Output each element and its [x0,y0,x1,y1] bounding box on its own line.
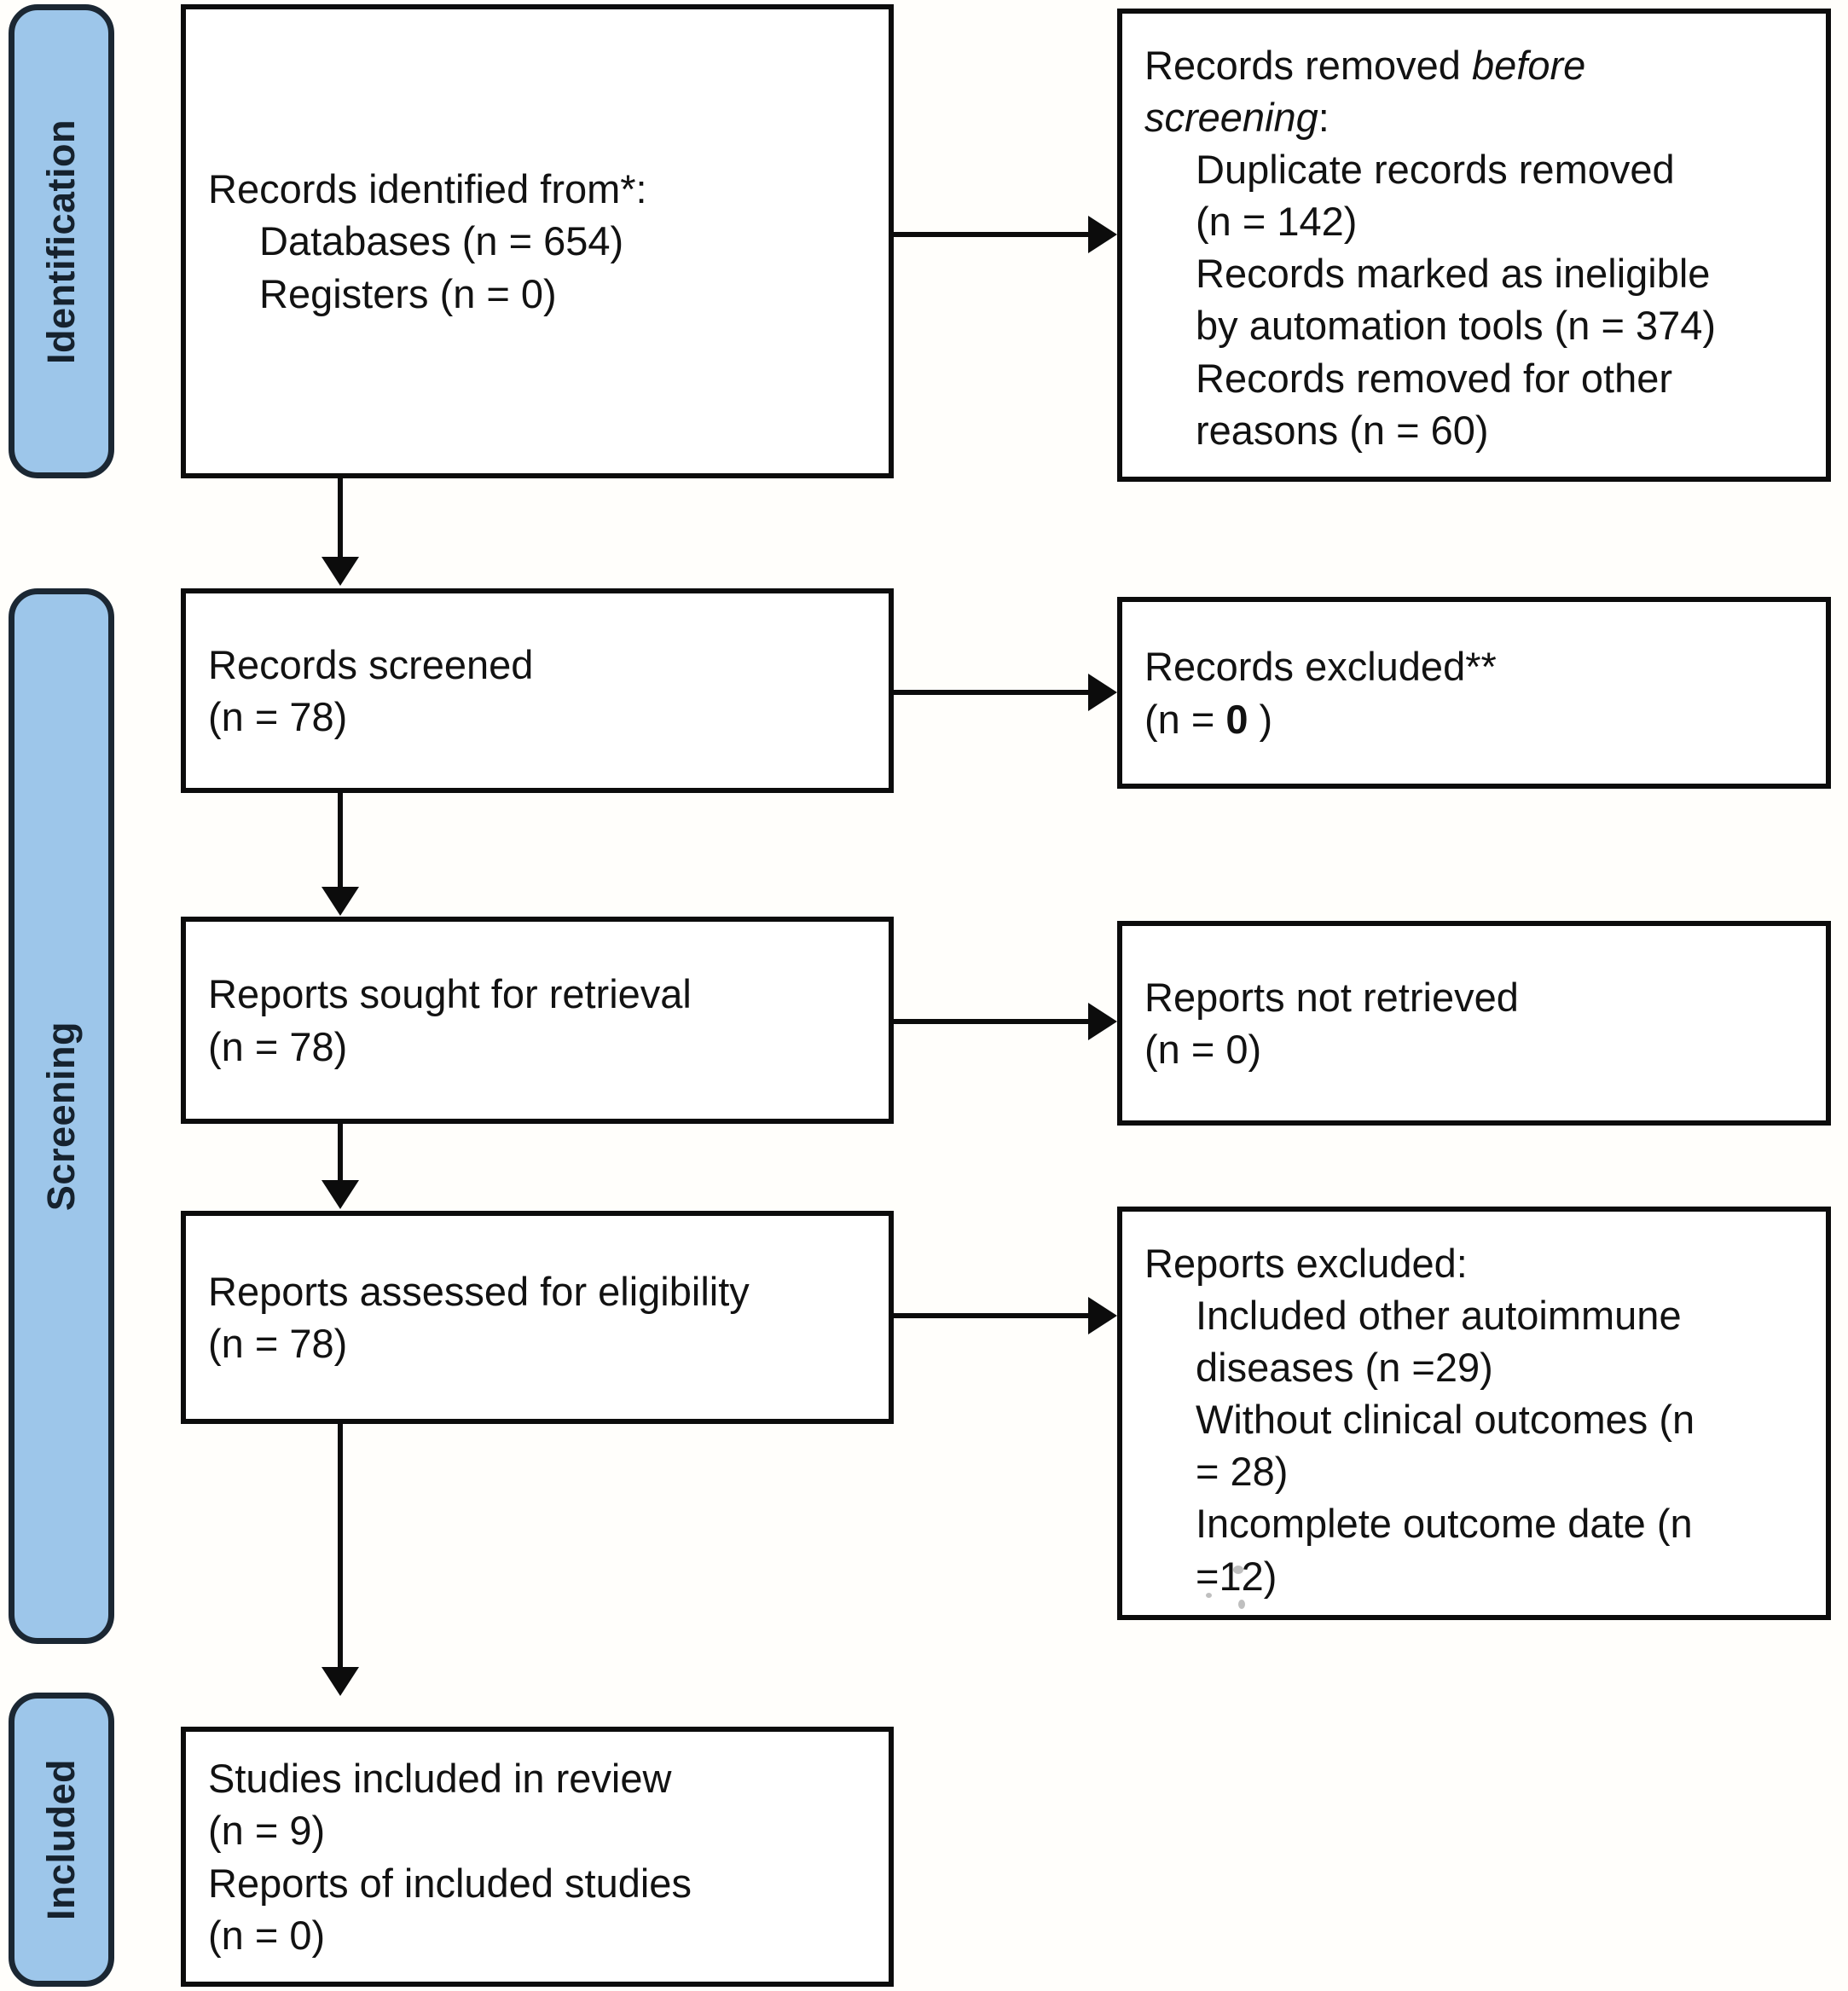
records-excluded-count: (n = 0 ) [1144,693,1804,745]
scan-artifact-dot-3 [1238,1600,1245,1609]
stage-label-screening: Screening [39,1021,83,1212]
records-removed-heading-colon: : [1318,95,1330,141]
arrowhead-identified-to-screened [322,557,359,586]
arrowhead-sought-to-assessed [322,1180,359,1209]
records-removed-heading-line-2: screening: [1144,91,1804,143]
records-identified-databases: Databases (n = 654) [259,218,624,264]
box-records-removed-before-screening: Records removed before screening: Duplic… [1117,9,1831,482]
scan-artifact-dot-2 [1206,1593,1212,1598]
reports-excluded-autoimmune-label: Included other autoimmune [1196,1293,1682,1339]
studies-included-label: Studies included in review [208,1756,672,1802]
records-excluded-count-value: 0 [1225,696,1248,742]
reports-excluded-no-outcomes-count: = 28) [1196,1449,1289,1495]
box-studies-included: Studies included in review (n = 9) Repor… [181,1727,894,1987]
reports-of-included-studies-label: Reports of included studies [208,1860,692,1906]
reports-excluded-autoimmune-count: diseases (n =29) [1196,1345,1493,1391]
records-screened-count: (n = 78) [208,694,348,739]
reports-sought-label: Reports sought for retrieval [208,971,692,1017]
reports-sought-count: (n = 78) [208,1023,348,1069]
box-reports-sought-for-retrieval: Reports sought for retrieval (n = 78) [181,917,894,1124]
box-records-identified: Records identified from*: Databases (n =… [181,4,894,478]
arrowhead-screened-to-excluded [1088,674,1117,711]
connector-identified-to-screened [338,478,343,557]
stage-bar-included: Included [9,1693,114,1987]
box-records-screened: Records screened (n = 78) [181,588,894,793]
stage-bar-identification: Identification [9,4,114,478]
records-identified-registers: Registers (n = 0) [259,270,557,316]
arrowhead-assessed-to-studies-included [322,1667,359,1696]
records-identified-line-1: Records identified from*: [208,166,647,212]
records-screened-label: Records screened [208,641,534,687]
reports-of-included-studies-count: (n = 0) [208,1912,326,1958]
box-reports-not-retrieved: Reports not retrieved (n = 0) [1117,921,1831,1126]
connector-screened-to-excluded [894,690,1088,695]
records-removed-heading-text: Records removed [1144,43,1472,88]
records-ineligible-automation-count: by automation tools (n = 374) [1196,303,1717,349]
connector-sought-to-not-retrieved [894,1019,1088,1024]
stage-label-included: Included [39,1758,83,1920]
stage-label-identification: Identification [39,119,83,364]
records-excluded-count-prefix: (n = [1144,696,1226,742]
reports-excluded-no-outcomes-label: Without clinical outcomes (n [1196,1397,1695,1443]
reports-assessed-label: Reports assessed for eligibility [208,1268,750,1314]
arrowhead-sought-to-not-retrieved [1088,1003,1117,1040]
connector-identified-to-removed [894,232,1088,237]
arrowhead-screened-to-sought [322,887,359,916]
arrowhead-assessed-to-reports-excluded [1088,1297,1117,1334]
arrowhead-identified-to-removed [1088,216,1117,253]
connector-assessed-to-reports-excluded [894,1313,1088,1318]
records-removed-other-count: reasons (n = 60) [1196,407,1489,453]
records-removed-heading-italic-before: before [1472,43,1586,88]
reports-excluded-incomplete-count: =12) [1196,1553,1277,1599]
stage-bar-screening: Screening [9,588,114,1644]
box-reports-excluded: Reports excluded: Included other autoimm… [1117,1207,1831,1620]
box-reports-assessed-for-eligibility: Reports assessed for eligibility (n = 78… [181,1211,894,1424]
connector-sought-to-assessed [338,1124,343,1180]
connector-screened-to-sought [338,793,343,887]
records-removed-heading-italic-screening: screening [1144,95,1318,141]
reports-excluded-incomplete-label: Incomplete outcome date (n [1196,1501,1693,1547]
records-ineligible-automation-label: Records marked as ineligible [1196,251,1711,297]
connector-assessed-to-studies-included [338,1424,343,1667]
scan-artifact-dot-1 [1233,1566,1243,1574]
reports-not-retrieved-count: (n = 0) [1144,1027,1262,1072]
reports-not-retrieved-label: Reports not retrieved [1144,974,1519,1020]
box-records-excluded: Records excluded** (n = 0 ) [1117,597,1831,789]
studies-included-count: (n = 9) [208,1808,326,1854]
records-removed-other-label: Records removed for other [1196,355,1673,401]
duplicate-records-removed-count: (n = 142) [1196,199,1358,245]
reports-assessed-count: (n = 78) [208,1321,348,1366]
records-removed-heading-line-1: Records removed before [1144,39,1804,91]
duplicate-records-removed-label: Duplicate records removed [1196,147,1675,193]
reports-excluded-heading: Reports excluded: [1144,1241,1468,1286]
records-excluded-label: Records excluded** [1144,644,1497,690]
records-excluded-count-suffix: ) [1248,696,1273,742]
